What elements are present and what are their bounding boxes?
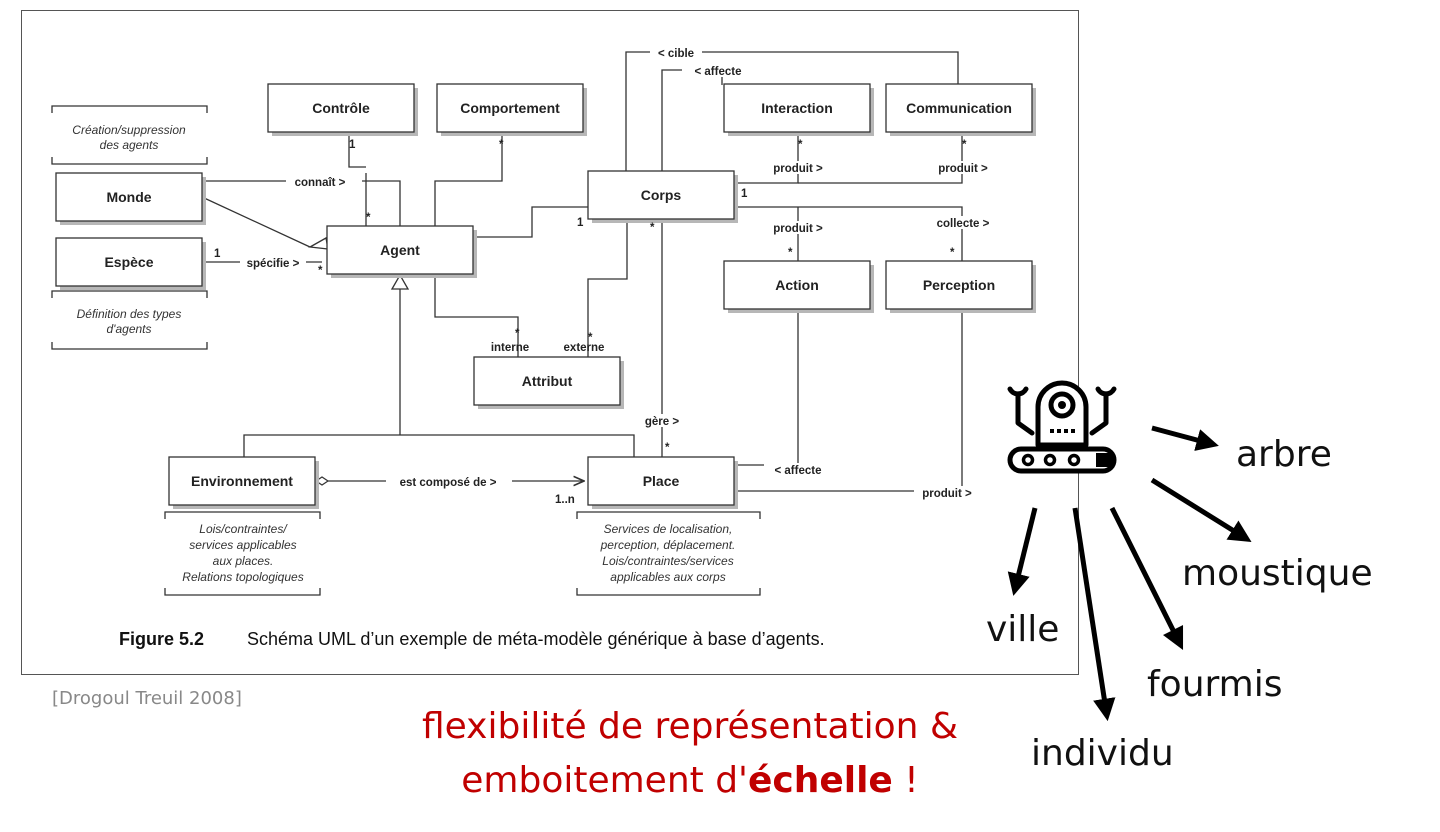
svg-text:< affecte: < affecte <box>695 66 742 78</box>
slogan-emphasis: échelle <box>747 760 893 801</box>
note-creation: Création/suppression des agents <box>51 105 208 165</box>
label-fourmis: fourmis <box>1147 664 1283 705</box>
note-definition: Définition des types d'agents <box>51 290 208 350</box>
citation: [Drogoul Treuil 2008] <box>52 688 242 709</box>
svg-text:aux places.: aux places. <box>213 554 274 568</box>
class-place: Place <box>587 456 738 509</box>
class-corps: Corps <box>587 170 738 223</box>
svg-text:1: 1 <box>741 188 748 200</box>
svg-text:Corps: Corps <box>641 187 682 203</box>
note-place: Services de localisation, perception, dé… <box>576 511 761 596</box>
svg-text:Figure 5.2: Figure 5.2 <box>119 629 204 649</box>
svg-text:1: 1 <box>349 139 356 151</box>
robot-icon <box>1007 380 1117 474</box>
svg-text:*: * <box>588 332 593 344</box>
svg-text:perception, déplacement.: perception, déplacement. <box>600 538 736 552</box>
svg-text:*: * <box>665 442 670 454</box>
svg-text:d'agents: d'agents <box>107 322 152 336</box>
class-interaction: Interaction <box>723 83 874 136</box>
svg-text:Relations topologiques: Relations topologiques <box>182 570 303 584</box>
label-moustique: moustique <box>1182 553 1373 594</box>
svg-text:*: * <box>798 139 803 151</box>
arrow-arbre <box>1151 425 1219 451</box>
class-comportement: Comportement <box>436 83 587 136</box>
class-perception: Perception <box>885 260 1036 313</box>
svg-text:1: 1 <box>214 248 221 260</box>
svg-text:*: * <box>650 222 655 234</box>
svg-text:*: * <box>499 139 504 151</box>
svg-text:Monde: Monde <box>106 189 151 205</box>
class-action: Action <box>723 260 874 313</box>
multiplicities: 1 * * 1 * 1 * 1 * * * * * * * 1..n <box>214 139 967 506</box>
svg-text:< cible: < cible <box>658 48 694 60</box>
svg-text:Schéma UML d’un exemple de mét: Schéma UML d’un exemple de méta-modèle g… <box>247 629 825 649</box>
svg-text:*: * <box>515 328 520 340</box>
svg-text:Création/suppression: Création/suppression <box>72 123 186 137</box>
svg-text:Communication: Communication <box>906 100 1012 116</box>
svg-text:Comportement: Comportement <box>460 100 560 116</box>
svg-text:Environnement: Environnement <box>191 473 293 489</box>
svg-text:Perception: Perception <box>923 277 995 293</box>
slogan-line1: flexibilité de représentation & <box>421 706 959 747</box>
figure-caption: Figure 5.2 Schéma UML d’un exemple de mé… <box>119 629 825 649</box>
svg-text:1..n: 1..n <box>555 494 575 506</box>
label-arbre: arbre <box>1236 434 1332 475</box>
uml-figure: Contrôle Comportement Interaction Commun… <box>21 10 1079 675</box>
slogan: flexibilité de représentation & emboitem… <box>380 700 1000 808</box>
class-monde: Monde <box>55 172 206 225</box>
svg-text:Action: Action <box>775 277 819 293</box>
svg-text:gère >: gère > <box>645 416 679 428</box>
svg-text:connaît >: connaît > <box>295 177 346 189</box>
svg-text:Interaction: Interaction <box>761 100 833 116</box>
svg-text:Lois/contraintes/services: Lois/contraintes/services <box>602 554 733 568</box>
svg-text:services applicables: services applicables <box>189 538 296 552</box>
svg-text:*: * <box>962 139 967 151</box>
svg-text:produit >: produit > <box>773 223 823 235</box>
svg-text:spécifie >: spécifie > <box>247 258 300 270</box>
svg-text:*: * <box>950 247 955 259</box>
uml-diagram: Contrôle Comportement Interaction Commun… <box>51 47 1036 649</box>
svg-text:interne: interne <box>491 342 529 354</box>
class-attribut: Attribut <box>473 356 624 409</box>
class-communication: Communication <box>885 83 1036 136</box>
svg-text:*: * <box>318 265 323 277</box>
svg-text:*: * <box>366 212 371 224</box>
svg-text:1: 1 <box>577 217 584 229</box>
relation-labels: < cible < affecte produit > produit > co… <box>240 47 998 500</box>
class-espece: Espèce <box>55 237 206 290</box>
svg-text:produit >: produit > <box>922 488 972 500</box>
svg-text:Services de localisation,: Services de localisation, <box>604 522 733 536</box>
svg-text:< affecte: < affecte <box>775 465 822 477</box>
svg-text:collecte >: collecte > <box>937 218 990 230</box>
class-controle: Contrôle <box>267 83 418 136</box>
svg-text:Définition des types: Définition des types <box>77 307 182 321</box>
arrow-moustique <box>1150 477 1252 542</box>
label-individu: individu <box>1031 733 1174 774</box>
svg-text:produit >: produit > <box>773 163 823 175</box>
class-environnement: Environnement <box>168 456 319 509</box>
svg-text:des agents: des agents <box>100 138 159 152</box>
svg-text:Agent: Agent <box>380 242 420 258</box>
svg-text:Attribut: Attribut <box>522 373 573 389</box>
svg-text:est composé de >: est composé de > <box>400 477 497 489</box>
svg-text:applicables aux corps: applicables aux corps <box>610 570 725 584</box>
slogan-line2: emboitement d'échelle ! <box>461 760 919 801</box>
class-agent: Agent <box>326 225 477 278</box>
svg-text:externe: externe <box>564 342 605 354</box>
svg-text:Contrôle: Contrôle <box>312 100 370 116</box>
label-ville: ville <box>986 609 1060 650</box>
svg-text:produit >: produit > <box>938 163 988 175</box>
arrow-fourmis <box>1109 506 1184 651</box>
svg-text:*: * <box>788 247 793 259</box>
svg-text:Espèce: Espèce <box>104 254 153 270</box>
svg-text:Lois/contraintes/: Lois/contraintes/ <box>199 522 288 536</box>
note-environnement: Lois/contraintes/ services applicables a… <box>164 511 321 596</box>
svg-text:Place: Place <box>643 473 680 489</box>
